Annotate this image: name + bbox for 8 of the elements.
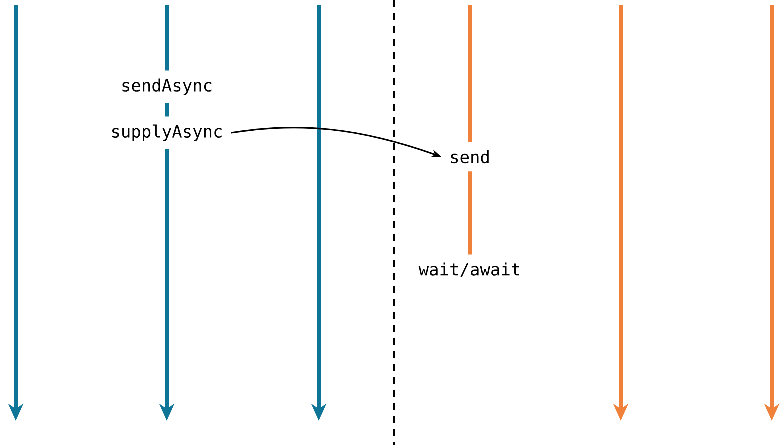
thread-line: [468, 172, 472, 255]
thread-line: [165, 5, 169, 71]
method-label: send: [451, 150, 489, 164]
method-label: sendAsync: [122, 78, 212, 96]
method-label: supplyAsync: [112, 124, 222, 142]
thread-line: [165, 103, 169, 117]
thread-line: [468, 5, 472, 142]
method-label: wait/await: [418, 262, 520, 278]
